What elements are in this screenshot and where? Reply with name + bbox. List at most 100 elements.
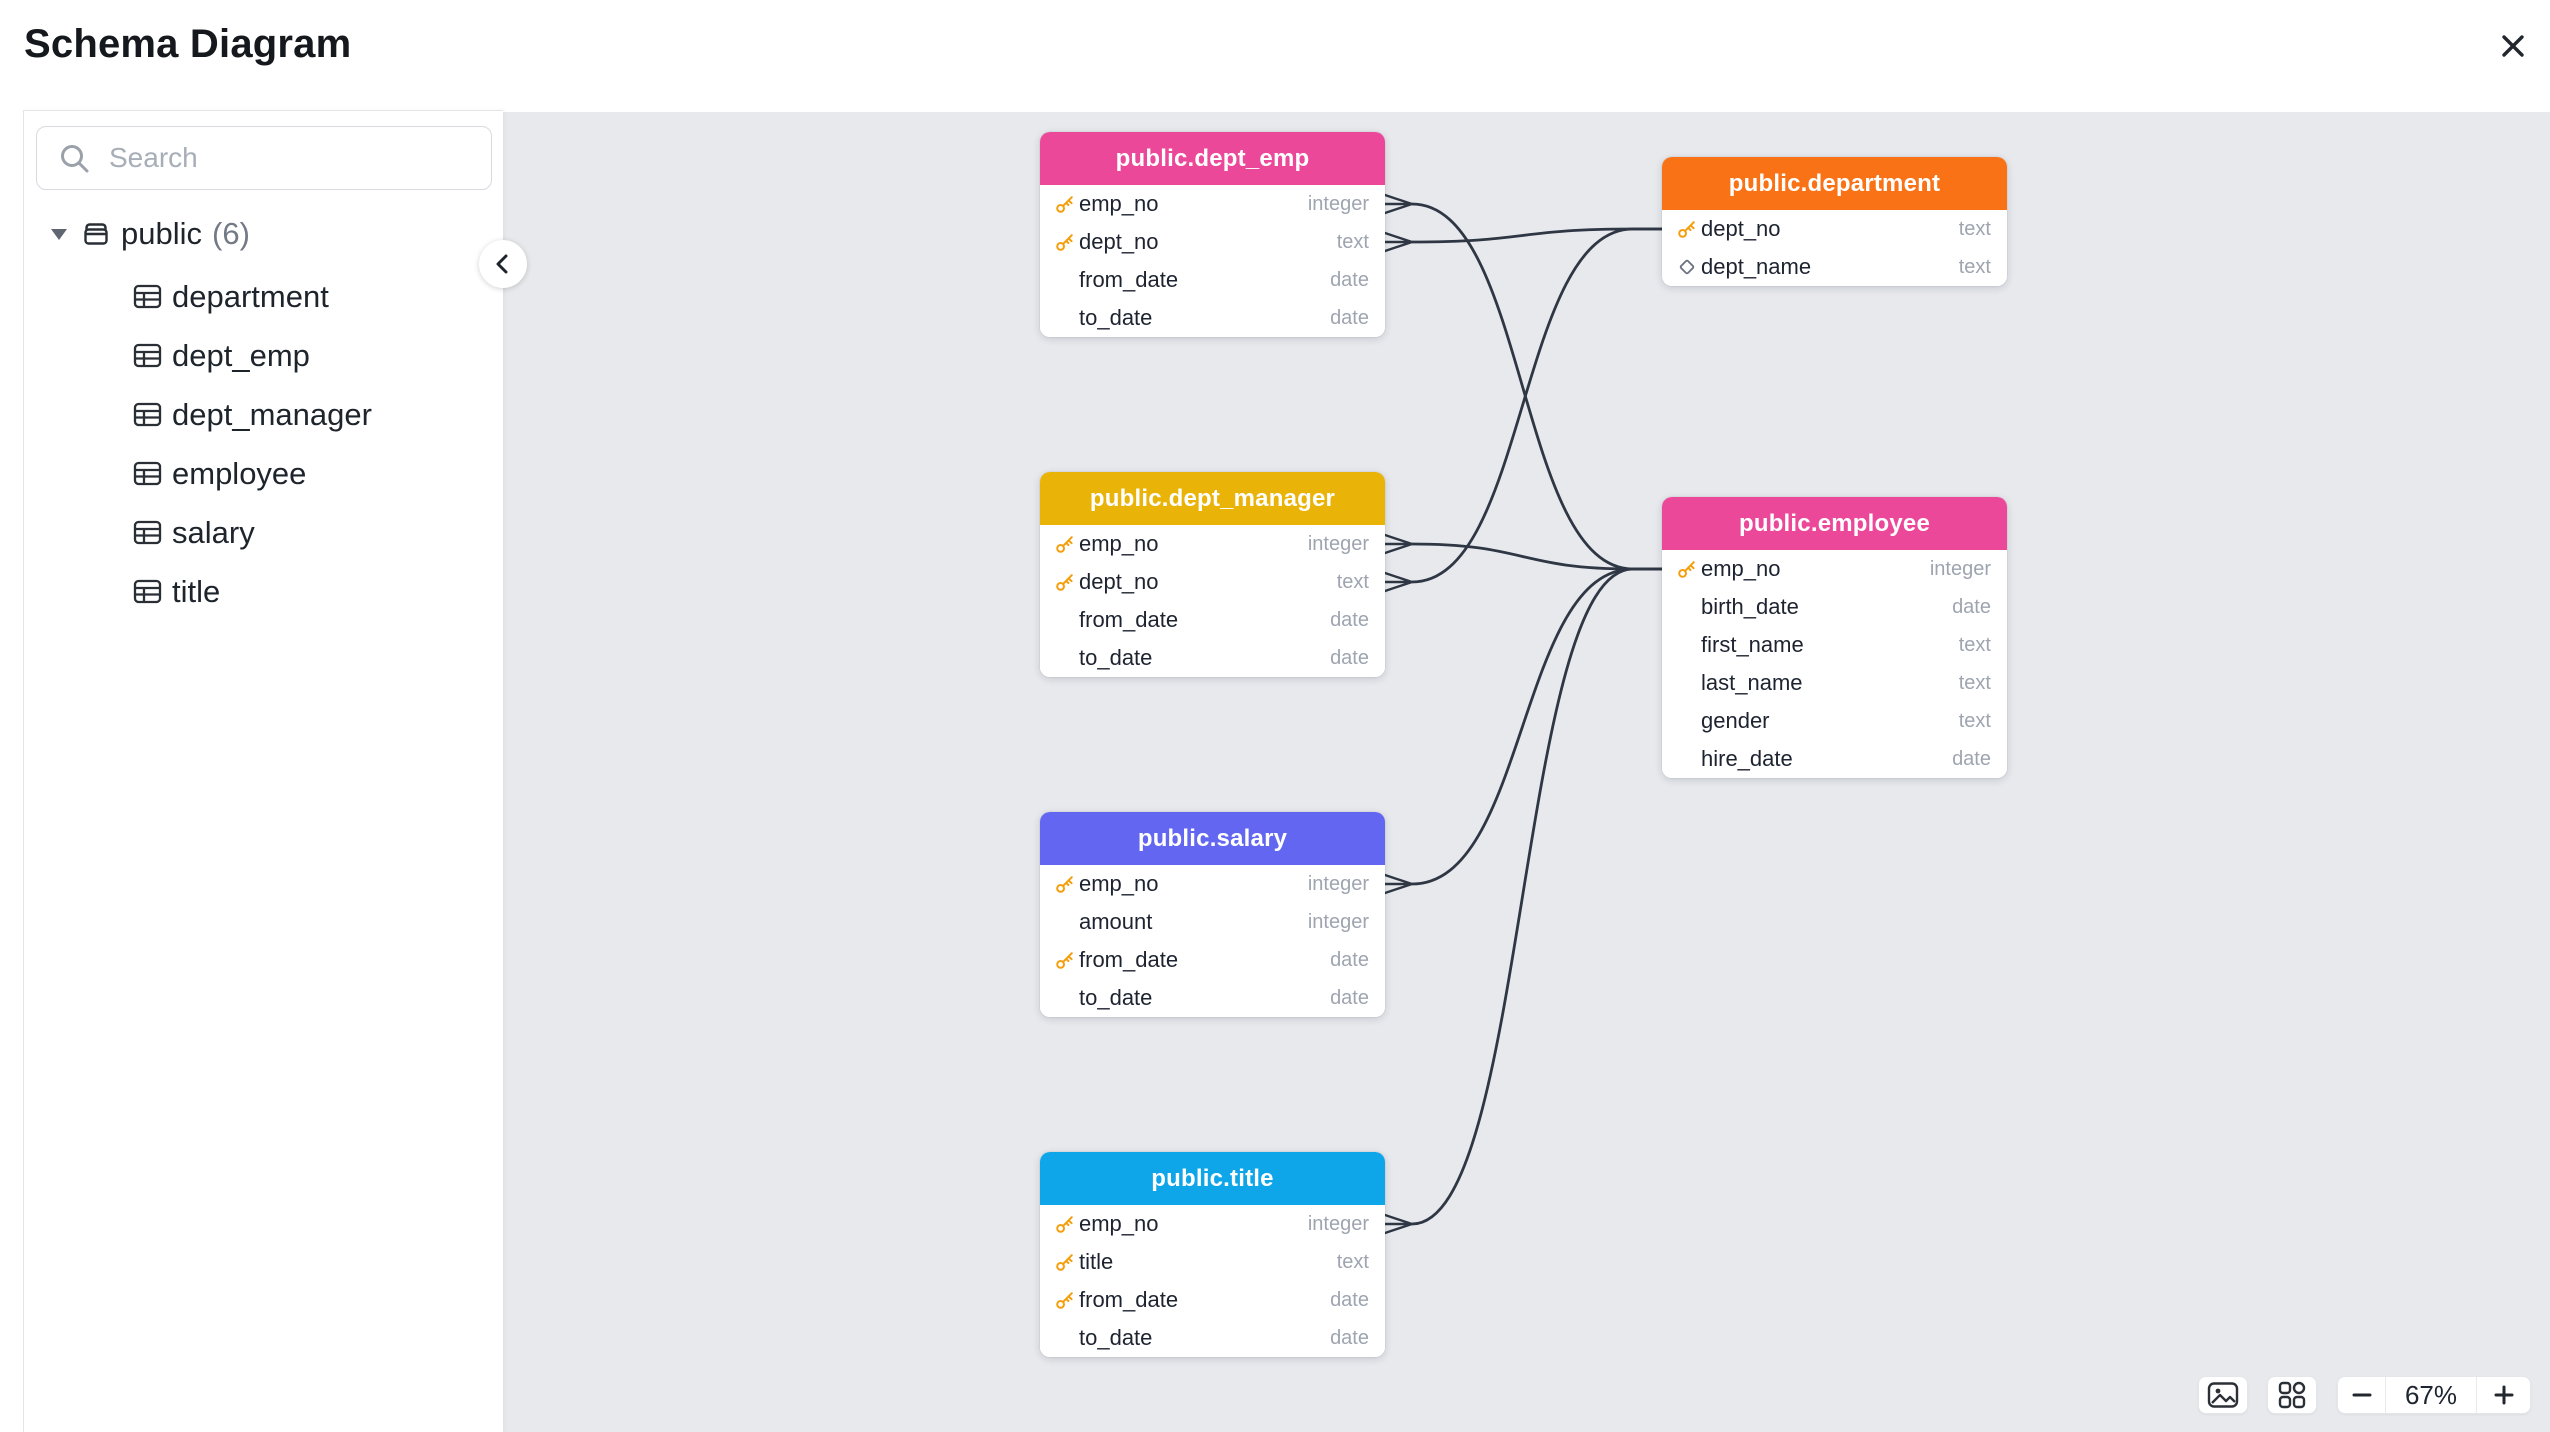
field-name: amount xyxy=(1079,909,1153,934)
primary-key-icon xyxy=(1056,196,1073,213)
field-type: integer xyxy=(1307,532,1369,555)
sidebar-item-dept_manager[interactable]: dept_manager xyxy=(24,385,503,444)
field-type: text xyxy=(1958,217,1991,240)
field-type: text xyxy=(1336,230,1369,253)
sidebar-item-label: salary xyxy=(172,514,255,550)
table-node-title[interactable]: public.salary xyxy=(1040,812,1385,865)
table-node-title[interactable]: public.department xyxy=(1662,157,2007,210)
field-row-from_date: from_date date xyxy=(1040,601,1385,639)
auto-layout-button[interactable] xyxy=(2267,1376,2317,1414)
sidebar-schema-public[interactable]: public (6) xyxy=(24,214,503,254)
field-name: from_date xyxy=(1079,267,1179,292)
field-type: date xyxy=(1330,986,1369,1009)
sidebar-item-label: title xyxy=(172,573,221,609)
field-row-from_date: from_date date xyxy=(1040,941,1385,979)
image-icon xyxy=(2207,1382,2239,1408)
schema-label: public xyxy=(121,216,202,251)
field-type: date xyxy=(1952,747,1991,770)
primary-key-icon xyxy=(1056,234,1073,251)
field-name: to_date xyxy=(1079,1325,1153,1350)
field-name: dept_no xyxy=(1079,569,1159,594)
table-node-title[interactable]: public.employee xyxy=(1662,497,2007,550)
field-row-hire_date: hire_date date xyxy=(1662,740,2007,778)
field-row-dept_no: dept_no text xyxy=(1662,210,2007,248)
page-title: Schema Diagram xyxy=(24,22,352,66)
field-row-emp_no: emp_no integer xyxy=(1040,865,1385,903)
field-type: date xyxy=(1952,595,1991,618)
sidebar-item-label: department xyxy=(172,278,329,314)
table-icon xyxy=(133,402,162,427)
primary-key-icon xyxy=(1056,1292,1073,1309)
sidebar-item-salary[interactable]: salary xyxy=(24,503,503,562)
field-name: hire_date xyxy=(1701,746,1793,771)
table-icon xyxy=(133,520,162,545)
primary-key-icon xyxy=(1678,221,1695,238)
chevron-left-icon xyxy=(496,254,508,274)
field-name: emp_no xyxy=(1079,1211,1159,1236)
chevron-down-icon xyxy=(51,228,67,240)
field-name: dept_no xyxy=(1701,216,1781,241)
export-image-button[interactable] xyxy=(2198,1376,2248,1414)
sidebar-item-department[interactable]: department xyxy=(24,267,503,326)
minus-icon xyxy=(2352,1393,2371,1397)
field-name: first_name xyxy=(1701,632,1804,657)
field-type: integer xyxy=(1307,910,1369,933)
sidebar-collapse-button[interactable] xyxy=(479,240,527,288)
nullable-icon xyxy=(1679,259,1695,275)
field-type: integer xyxy=(1307,192,1369,215)
field-row-emp_no: emp_no integer xyxy=(1040,1205,1385,1243)
field-name: emp_no xyxy=(1079,871,1159,896)
field-name: from_date xyxy=(1079,947,1179,972)
field-type: integer xyxy=(1307,1212,1369,1235)
primary-key-icon xyxy=(1056,574,1073,591)
field-type: date xyxy=(1330,608,1369,631)
primary-key-icon xyxy=(1056,536,1073,553)
field-name: dept_no xyxy=(1079,229,1159,254)
top-bar: Schema Diagram xyxy=(0,0,2550,112)
diagram-canvas[interactable] xyxy=(503,112,2550,1432)
schema-table-count: (6) xyxy=(212,216,250,251)
field-name: to_date xyxy=(1079,305,1153,330)
table-icon xyxy=(133,461,162,486)
sidebar-item-dept_emp[interactable]: dept_emp xyxy=(24,326,503,385)
field-type: text xyxy=(1336,1250,1369,1273)
field-name: gender xyxy=(1701,708,1770,733)
field-type: text xyxy=(1958,709,1991,732)
zoom-level: 67% xyxy=(2404,1379,2458,1410)
field-name: title xyxy=(1079,1249,1114,1274)
field-row-birth_date: birth_date date xyxy=(1662,588,2007,626)
table-node-title[interactable]: public.dept_emp xyxy=(1040,132,1385,185)
field-type: text xyxy=(1958,671,1991,694)
field-name: birth_date xyxy=(1701,594,1799,619)
field-type: integer xyxy=(1307,872,1369,895)
field-type: text xyxy=(1958,633,1991,656)
zoom-in-button[interactable] xyxy=(2476,1377,2530,1413)
plus-icon xyxy=(2494,1385,2513,1405)
search-input[interactable] xyxy=(36,126,492,190)
zoom-out-button[interactable] xyxy=(2338,1377,2386,1413)
field-name: from_date xyxy=(1079,607,1179,632)
primary-key-icon xyxy=(1056,876,1073,893)
sidebar-item-employee[interactable]: employee xyxy=(24,444,503,503)
primary-key-icon xyxy=(1056,1216,1073,1233)
sidebar-item-title[interactable]: title xyxy=(24,562,503,621)
table-node-title[interactable]: public.dept_manager xyxy=(1040,472,1385,525)
table-node-title[interactable]: public.title xyxy=(1040,1152,1385,1205)
field-type: date xyxy=(1330,948,1369,971)
field-type: date xyxy=(1330,1288,1369,1311)
close-button[interactable] xyxy=(2488,21,2538,71)
